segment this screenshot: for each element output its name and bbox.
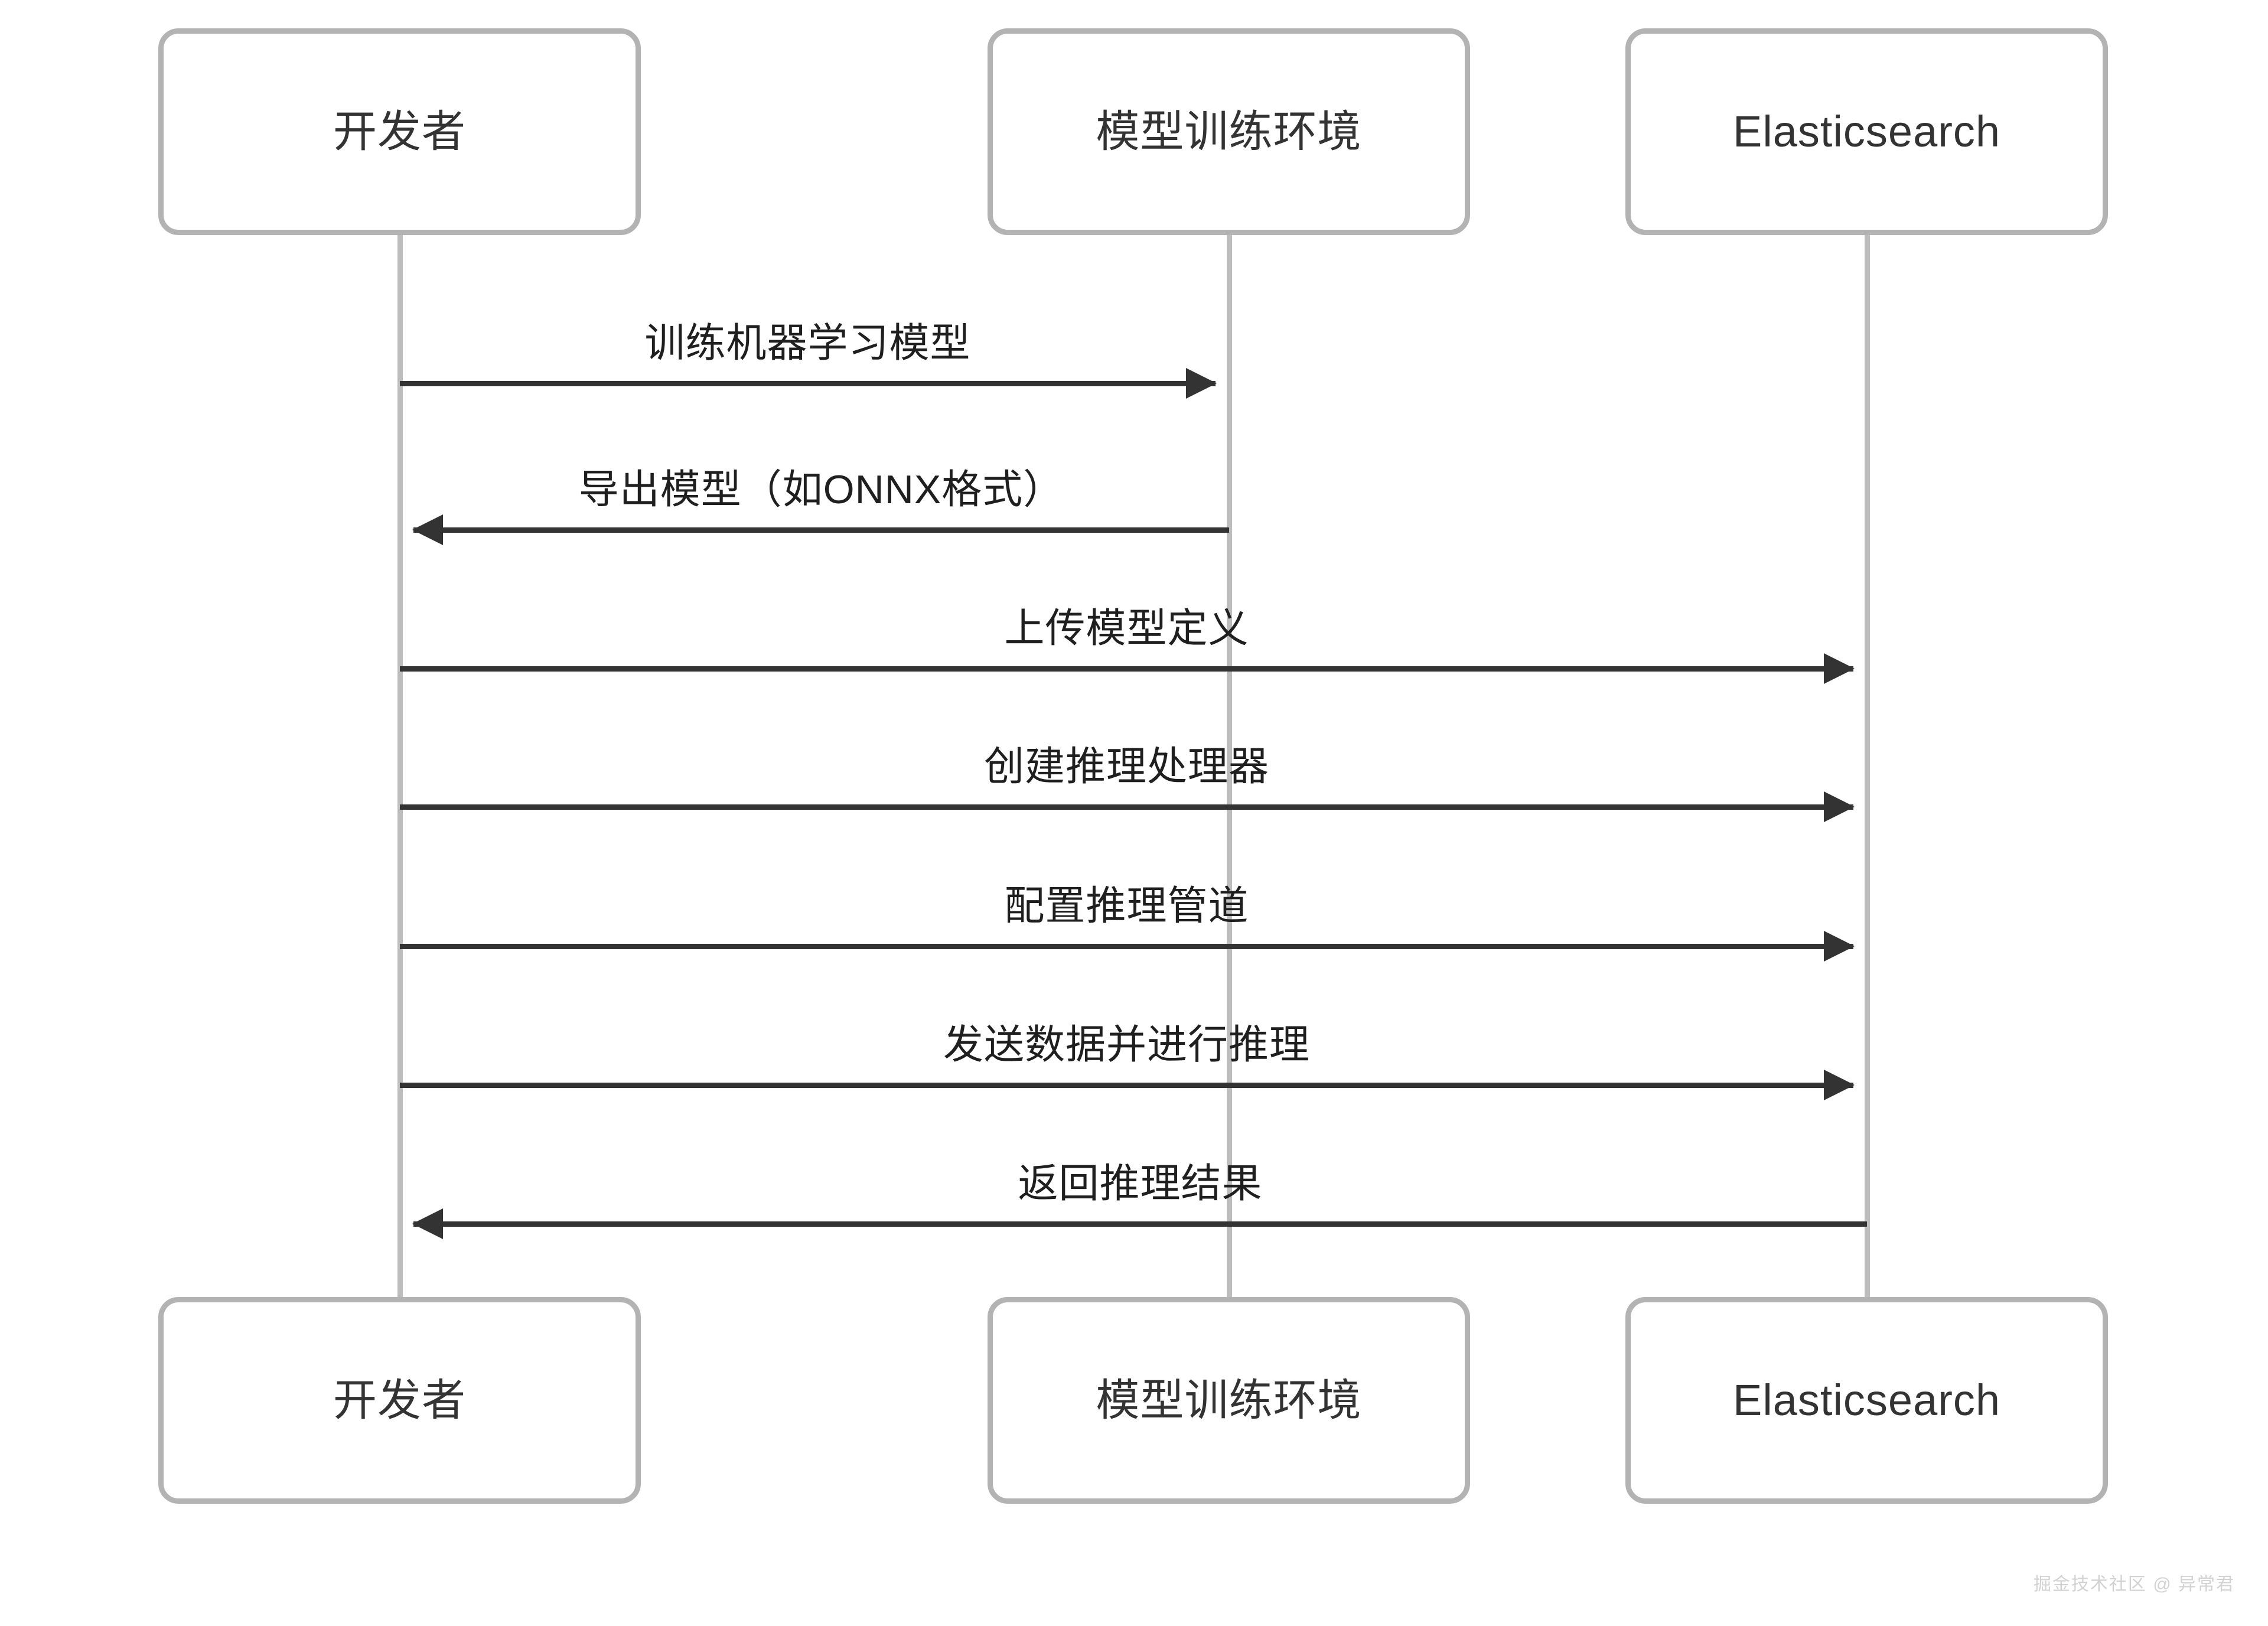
message-6-label: 发送数据并进行推理 (943, 1022, 1310, 1068)
message-1-label: 训练机器学习模型 (644, 321, 971, 366)
participant-box-training-env-top[interactable]: 模型训练环境 (988, 28, 1470, 235)
lifeline-training-env (1227, 235, 1232, 1298)
message-3-line (400, 666, 1853, 672)
message-6-arrowhead (1824, 1070, 1855, 1100)
message-7-label: 返回推理结果 (1018, 1161, 1263, 1207)
participant-label-developer-top: 开发者 (333, 107, 466, 157)
message-5-label: 配置推理管道 (1004, 884, 1249, 929)
lifeline-elasticsearch (1865, 235, 1870, 1298)
message-1-line (400, 381, 1216, 386)
message-7-arrowhead (412, 1208, 443, 1239)
message-4-label: 创建推理处理器 (983, 744, 1269, 790)
message-2-arrowhead (412, 514, 443, 545)
participant-label-elasticsearch-bottom: Elasticsearch (1732, 1376, 2001, 1425)
message-5-arrowhead (1824, 931, 1855, 962)
participant-box-elasticsearch-bottom[interactable]: Elasticsearch (1625, 1297, 2108, 1504)
lifeline-developer (397, 235, 403, 1298)
participant-box-developer-top[interactable]: 开发者 (158, 28, 641, 235)
participant-label-developer-bottom: 开发者 (333, 1376, 466, 1425)
participant-label-elasticsearch-top: Elasticsearch (1732, 107, 2001, 157)
message-6-line (400, 1083, 1853, 1088)
message-4-line (400, 804, 1853, 810)
participant-label-training-env-top: 模型训练环境 (1096, 107, 1362, 157)
message-4-arrowhead (1824, 791, 1855, 822)
message-2-label: 导出模型（如ONNX格式） (578, 467, 1064, 513)
participant-box-elasticsearch-top[interactable]: Elasticsearch (1625, 28, 2108, 235)
message-7-line (413, 1221, 1867, 1227)
participant-box-training-env-bottom[interactable]: 模型训练环境 (988, 1297, 1470, 1504)
participant-label-training-env-bottom: 模型训练环境 (1096, 1376, 1362, 1425)
watermark-text: 掘金技术社区 @ 异常君 (2033, 1575, 2235, 1594)
message-5-line (400, 944, 1853, 949)
message-1-arrowhead (1186, 368, 1217, 399)
message-2-line (413, 527, 1229, 533)
message-3-arrowhead (1824, 653, 1855, 684)
participant-box-developer-bottom[interactable]: 开发者 (158, 1297, 641, 1504)
message-3-label: 上传模型定义 (1004, 606, 1249, 651)
